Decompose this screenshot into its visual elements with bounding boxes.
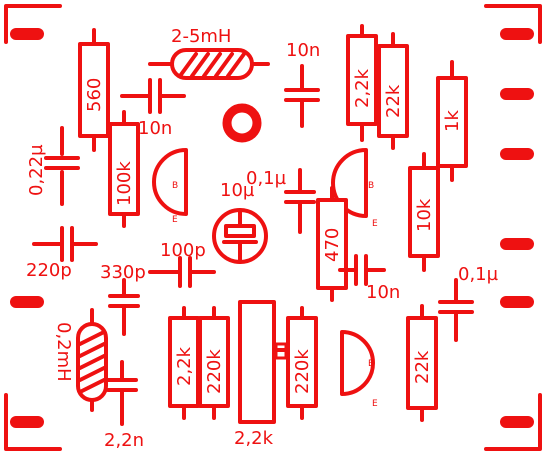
label-capacitor-10n-mid: 10n (366, 282, 400, 303)
component-labels: 2-5mH 560 10n 10n 2,2k 22k 1k 0,22µ 100k… (26, 26, 499, 451)
electrolytic-capacitor-10u (212, 208, 268, 264)
label-capacitor-330p: 330p (100, 262, 146, 283)
resistor-22k-right (406, 304, 438, 422)
capacitor-10n-top (284, 64, 320, 128)
capacitor-100p (148, 256, 216, 288)
resistor-560 (78, 28, 110, 152)
label-resistor-220k-bottom: 220k (204, 349, 225, 394)
label-resistor-100k: 100k (114, 161, 135, 206)
label-transistor-2-emitter: E (372, 219, 378, 229)
resistor-10k (408, 152, 440, 272)
label-transistor-1-base: B (172, 181, 178, 191)
label-resistor-22k-top: 22k (383, 84, 404, 118)
edge-pads-right (500, 28, 534, 428)
capacitor-0-1u-mid (284, 168, 316, 234)
transistor-1 (152, 148, 188, 216)
inductor-2-5mh (148, 48, 270, 80)
label-resistor-560: 560 (84, 78, 105, 112)
capacitor-330p (108, 278, 140, 336)
capacitor-0-22u (44, 126, 80, 206)
label-resistor-470: 470 (322, 228, 343, 262)
resistor-220k-right (286, 306, 318, 420)
resistor-1k (436, 60, 468, 182)
label-capacitor-2-2n: 2,2n (104, 430, 144, 451)
corner-bracket-top-right (484, 4, 542, 44)
capacitor-0-1u-right (438, 278, 474, 342)
inductor-0-2mh (76, 308, 108, 412)
corner-bracket-top-left (4, 4, 62, 44)
resistor-2-2k-top (346, 24, 378, 142)
label-transistor-3-base: B (368, 359, 374, 369)
label-inductor-0-2mh: 0,2mH (53, 322, 74, 382)
label-capacitor-220p: 220p (26, 260, 72, 281)
label-resistor-22k-right: 22k (412, 350, 433, 384)
resistor-100k (108, 110, 140, 228)
label-capacitor-10n-left: 10n (138, 118, 172, 139)
capacitor-10n-mid (338, 254, 386, 286)
capacitor-2-2n (106, 360, 138, 426)
mounting-hole (222, 103, 262, 143)
capacitor-220p (32, 226, 98, 262)
label-resistor-10k: 10k (414, 198, 435, 232)
resistor-220k-bottom (198, 306, 230, 420)
label-capacitor-10n-top: 10n (286, 40, 320, 61)
label-inductor-2-5mh: 2-5mH (171, 26, 231, 47)
capacitor-10n-left (120, 78, 186, 114)
transistor-3 (340, 330, 375, 396)
corner-bracket-bottom-left (4, 393, 62, 451)
label-resistor-2-2k-bottom: 2,2k (174, 346, 195, 386)
label-resistor-2-2k-top: 2,2k (352, 68, 373, 108)
label-capacitor-0-22u: 0,22µ (26, 144, 47, 196)
resistor-470 (316, 186, 348, 302)
label-capacitor-0-1u-mid: 0,1µ (246, 168, 287, 189)
edge-pads-left (10, 28, 44, 428)
label-resistor-1k: 1k (442, 110, 463, 132)
label-transistor-3-emitter: E (372, 399, 378, 409)
label-resistor-220k-right: 220k (292, 349, 313, 394)
corner-bracket-bottom-right (484, 393, 542, 451)
resistor-2-2k-large (238, 300, 290, 424)
label-resistor-2-2k-large: 2,2k (234, 428, 274, 449)
resistor-22k-top (377, 32, 409, 150)
label-capacitor-10u: 10µ (220, 180, 255, 201)
label-transistor-1-emitter: E (172, 215, 178, 225)
label-capacitor-0-1u-right: 0,1µ (458, 264, 499, 285)
label-capacitor-100p: 100p (160, 240, 206, 261)
label-transistor-2-base: B (368, 181, 374, 191)
resistor-2-2k-bottom (168, 306, 200, 420)
